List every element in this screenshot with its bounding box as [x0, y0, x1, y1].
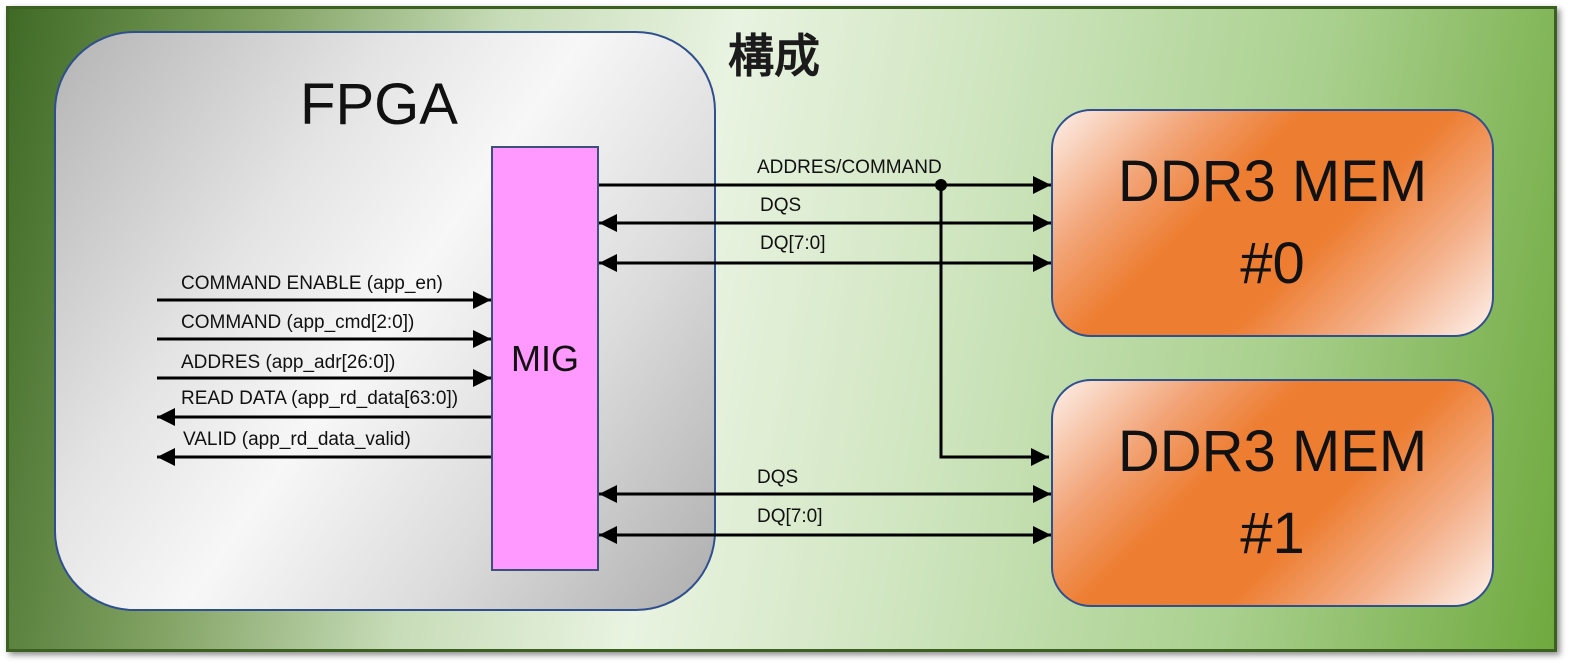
label-addr-cmd: ADDRES/COMMAND	[757, 157, 942, 178]
label-dqs-mem1: DQS	[757, 467, 798, 488]
label-dqs-mem0: DQS	[760, 195, 801, 216]
mem-1-index: #1	[1240, 501, 1305, 566]
fpga-block: FPGA	[54, 31, 716, 611]
label-app-cmd: COMMAND (app_cmd[2:0])	[181, 312, 414, 333]
label-dq-mem0: DQ[7:0]	[760, 233, 825, 254]
ddr3-mem-1: DDR3 MEM #1	[1051, 379, 1494, 607]
mem-0-name: DDR3 MEM	[1117, 149, 1428, 214]
label-app-rd-data: READ DATA (app_rd_data[63:0])	[181, 388, 458, 409]
mem-0-index: #0	[1240, 231, 1305, 296]
diagram-title: 構成	[728, 29, 820, 83]
mig-label: MIG	[511, 337, 579, 379]
label-app-rd-valid: VALID (app_rd_data_valid)	[183, 429, 411, 450]
mem-1-name: DDR3 MEM	[1117, 419, 1428, 484]
label-app-adr: ADDRES (app_adr[26:0])	[181, 352, 395, 373]
label-dq-mem1: DQ[7:0]	[757, 506, 822, 527]
label-app-en: COMMAND ENABLE (app_en)	[181, 273, 443, 294]
fpga-label: FPGA	[300, 72, 458, 137]
wire-addr-cmd-mem1	[939, 185, 1049, 466]
ddr3-mem-0: DDR3 MEM #0	[1051, 109, 1494, 337]
mig-block: MIG	[491, 146, 599, 571]
